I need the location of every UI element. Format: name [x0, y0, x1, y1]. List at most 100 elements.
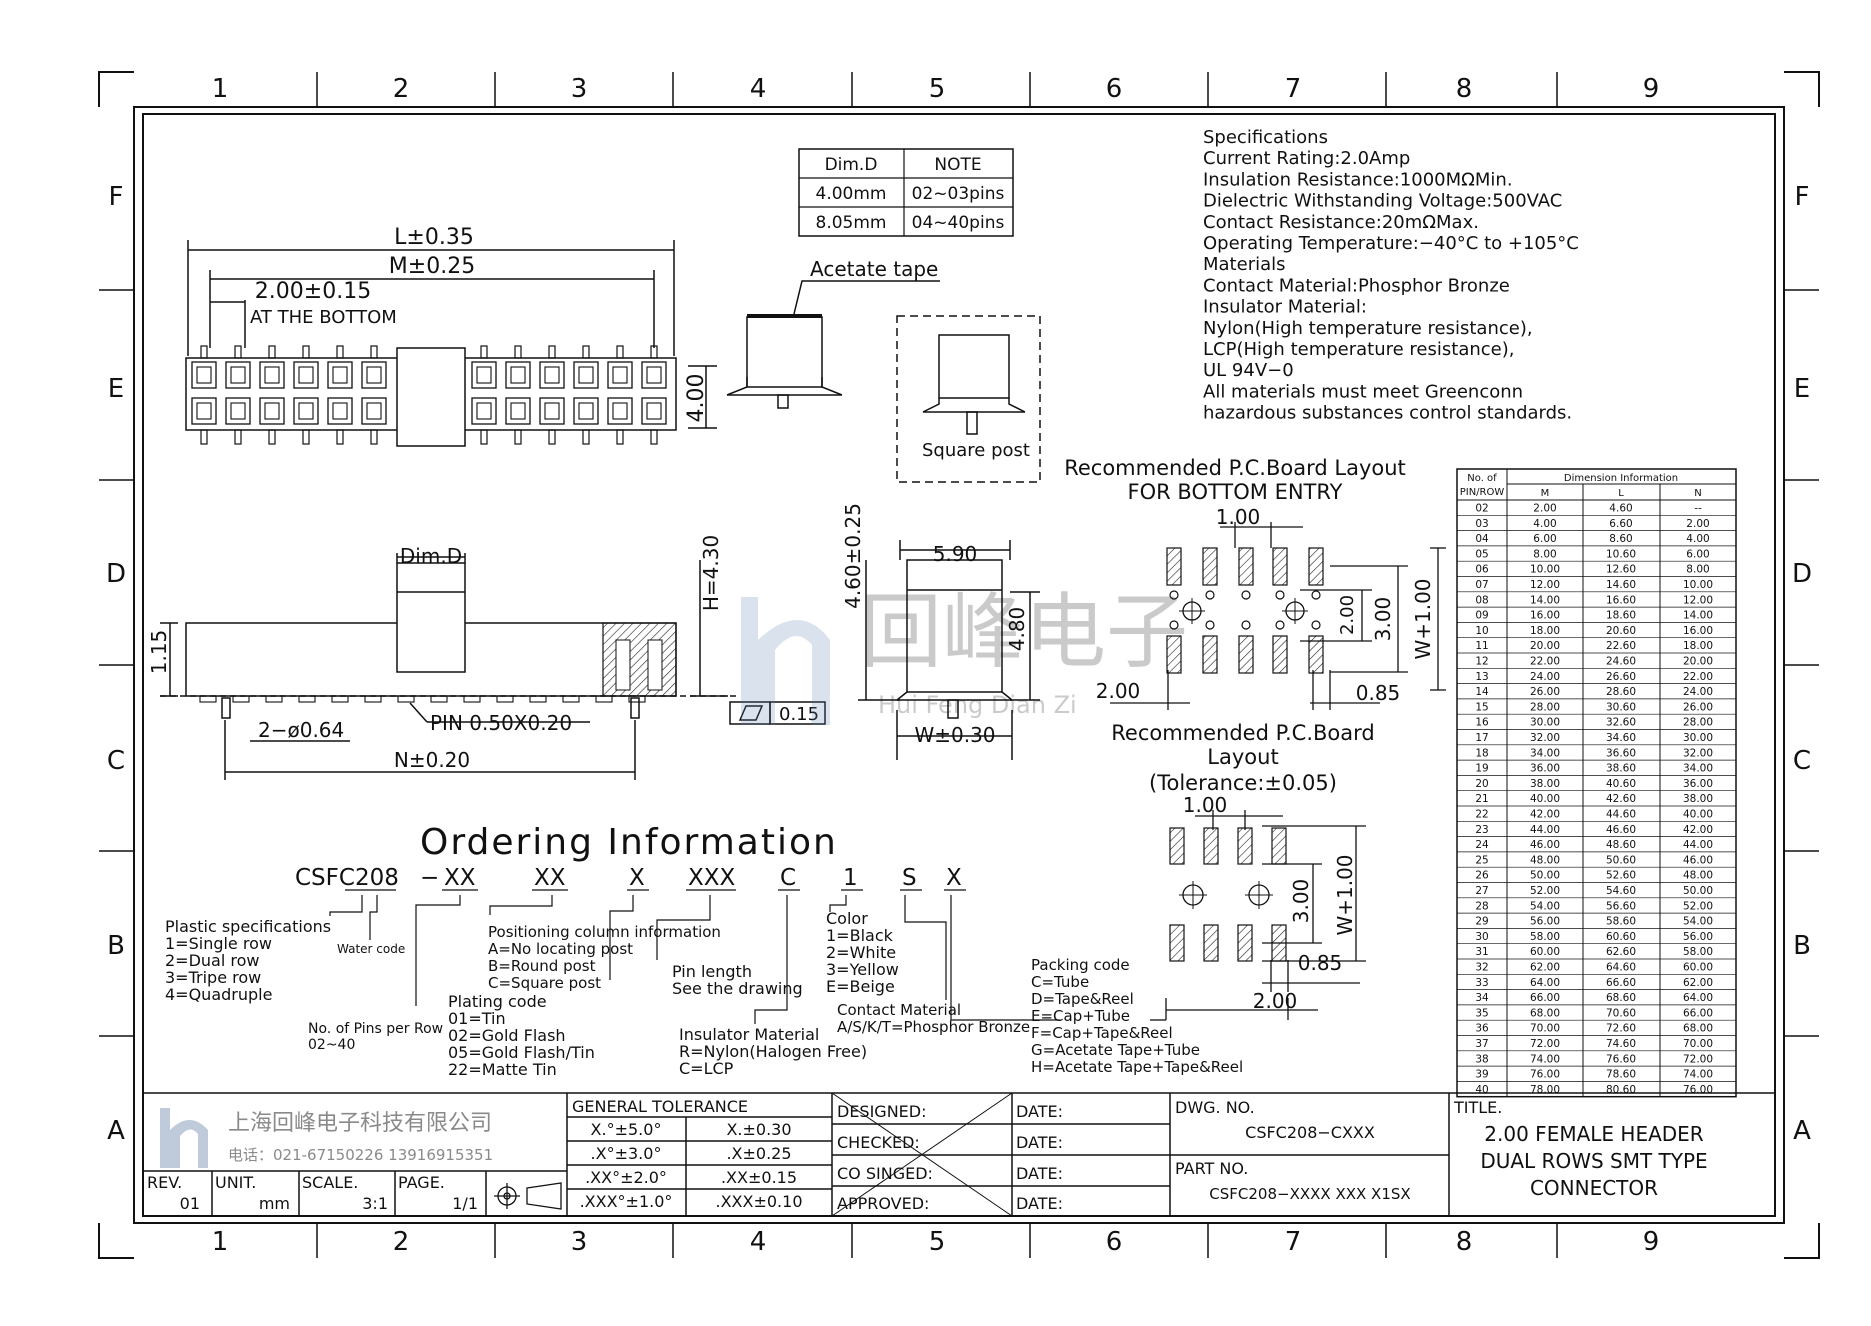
order-code-part: S: [902, 865, 917, 891]
dim-table-cell: 4.00: [1533, 518, 1556, 530]
order-plating: 05=Gold Flash/Tin: [448, 1043, 595, 1062]
pin: [302, 429, 310, 445]
dim-table-cell: 22: [1475, 809, 1488, 821]
end-view-width: 5.90: [933, 542, 978, 566]
watermark-pinyin: Hui Feng Dian Zi: [878, 691, 1077, 719]
dim-table-cell: 44.00: [1530, 824, 1560, 836]
pcb-bottom-dim-5: W+1.00: [1411, 578, 1435, 659]
zone-row-label: A: [1793, 1116, 1811, 1146]
pcb-top-dim-5: 2.00: [1253, 989, 1298, 1013]
dim-table-cell: 74.00: [1530, 1053, 1560, 1065]
pcb-pad: [1202, 635, 1218, 674]
pcb-pad: [1237, 827, 1253, 865]
dim-table-cell: 25: [1475, 854, 1488, 866]
contact-cell: [191, 397, 217, 425]
dim-table-cell: 22.00: [1683, 671, 1713, 683]
scale-value: 3:1: [362, 1194, 388, 1213]
unit-value: mm: [259, 1194, 290, 1213]
title-label: TITLE.: [1453, 1098, 1502, 1117]
order-plastic-spec: 1=Single row: [165, 934, 272, 953]
zone-col-label: 2: [393, 74, 410, 104]
order-pin-length: Pin length: [672, 962, 752, 981]
dim-d-label: Dim.D: [400, 544, 462, 568]
spec-line: Materials: [1203, 254, 1286, 275]
dim-table-cell: 24: [1475, 839, 1489, 851]
tolerance-angle: X.°±5.0°: [591, 1120, 662, 1139]
contact-cell: [293, 361, 319, 389]
contact-cell: [573, 361, 599, 389]
dim-table-cell: 16.60: [1606, 594, 1636, 606]
approval-date: DATE:: [1016, 1194, 1063, 1213]
pin: [514, 345, 522, 359]
pcb-pad: [1237, 924, 1253, 962]
acetate-tape-label: Acetate tape: [810, 257, 938, 281]
tolerance-angle: .XX°±2.0°: [585, 1168, 667, 1187]
dim-table-cell: 44.00: [1683, 839, 1713, 851]
dim-table-cell: 14.00: [1530, 594, 1560, 606]
zone-col-label: 2: [393, 1227, 410, 1257]
order-code-part: 1: [843, 865, 858, 891]
dim-table-cell: 56.00: [1530, 916, 1560, 928]
side-view-cutaway: [602, 622, 677, 697]
dim-n: N±0.20: [394, 748, 470, 772]
dim-l: L±0.35: [394, 225, 474, 250]
dim-table-cell: 54.00: [1530, 900, 1560, 912]
dim-table-cell: 22.60: [1606, 640, 1636, 652]
dim-table-cell: 76.00: [1530, 1069, 1560, 1081]
zone-row-label: C: [1793, 746, 1811, 776]
order-packing: F=Cap+Tape&Reel: [1031, 1024, 1173, 1042]
dim-table-cell: 46.00: [1683, 854, 1713, 866]
dim-table-cell: 70.00: [1683, 1038, 1713, 1050]
company-phone: 电话：021-67150226 13916915351: [228, 1146, 493, 1164]
spec-line: Insulation Resistance:1000MΩMin.: [1203, 169, 1513, 190]
dim-table-cell: 18.00: [1683, 640, 1713, 652]
dim-table-cell: 36.00: [1683, 778, 1713, 790]
pcb-top-dim-3: W+1.00: [1333, 854, 1357, 935]
dim-table-header: PIN/ROW: [1460, 487, 1505, 498]
dim-table-cell: 64.00: [1530, 977, 1560, 989]
approval-role: CO SINGED:: [837, 1164, 933, 1183]
end-view-height: 4.60±0.25: [841, 503, 865, 609]
dim-table-cell: 36.00: [1530, 763, 1560, 775]
contact-cell: [505, 397, 531, 425]
ordering-title: Ordering Information: [420, 822, 838, 863]
zone-row-label: C: [107, 746, 125, 776]
projection-symbol-icon: [494, 1182, 562, 1210]
order-pins-per-row: No. of Pins per Row: [308, 1021, 443, 1037]
pcb-pad: [1308, 547, 1324, 586]
zone-row-label: E: [108, 374, 124, 404]
pin: [548, 345, 556, 359]
dim-table-cell: 02: [1475, 503, 1488, 515]
pcb-top-title: Recommended P.C.Board: [1111, 721, 1374, 745]
dim-table-cell: 30: [1475, 931, 1488, 943]
dim-table-cell: 07: [1475, 579, 1488, 591]
dim-table-cell: 37: [1475, 1038, 1488, 1050]
tolerance-rows: X.°±5.0°X.±0.30.X°±3.0°.X±0.25.XX°±2.0°.…: [580, 1120, 803, 1211]
pcb-bottom-dim-6: 0.85: [1356, 681, 1401, 705]
spec-line: UL 94V−0: [1203, 360, 1294, 381]
tolerance-linear: .X±0.25: [726, 1144, 791, 1163]
dim-table-cell: 16.00: [1530, 610, 1560, 622]
pin: [234, 345, 242, 359]
dim-table-cell: 64.60: [1606, 962, 1636, 974]
order-code-part: C: [780, 865, 796, 891]
end-view: [858, 540, 1040, 760]
dim-table-cell: 50.00: [1530, 870, 1560, 882]
pin: [200, 429, 208, 445]
pin: [480, 429, 488, 445]
order-color: E=Beige: [826, 977, 895, 996]
order-positioning: A=No locating post: [488, 940, 633, 958]
order-plating: 22=Matte Tin: [448, 1060, 557, 1079]
zone-col-label: 7: [1285, 1227, 1302, 1257]
dim-table-cell: 34: [1475, 992, 1489, 1004]
dim-table-cell: 34.00: [1530, 747, 1560, 759]
contact-cell: [361, 361, 387, 389]
contact-cell: [505, 361, 531, 389]
spec-line: Current Rating:2.0Amp: [1203, 148, 1410, 169]
dim-table-cell: 19: [1475, 763, 1488, 775]
dim-table-cell: 60.00: [1530, 946, 1560, 958]
dim-table-cell: 42.60: [1606, 793, 1636, 805]
contact-cell: [225, 361, 251, 389]
